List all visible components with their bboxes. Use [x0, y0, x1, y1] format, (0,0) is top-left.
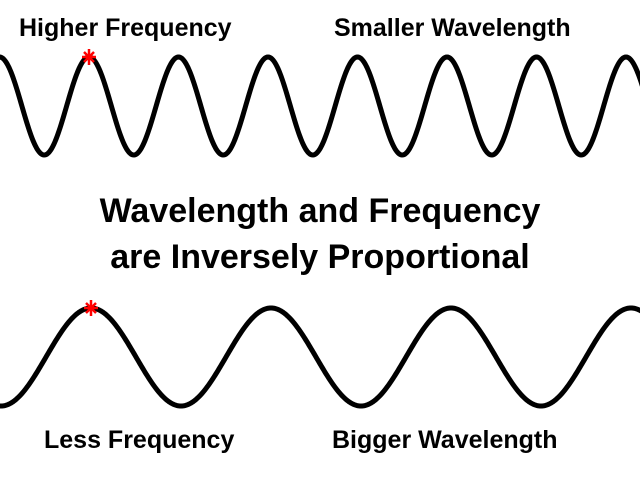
low-frequency-wave — [0, 305, 640, 409]
higher-frequency-label: Higher Frequency — [19, 14, 232, 42]
bigger-wavelength-label: Bigger Wavelength — [332, 426, 558, 454]
high-frequency-wave — [0, 54, 640, 158]
title-line-2: are Inversely Proportional — [110, 238, 530, 276]
peak-marker-bottom-icon — [84, 300, 98, 316]
title-line-1: Wavelength and Frequency — [99, 192, 541, 230]
less-frequency-label: Less Frequency — [44, 426, 235, 454]
smaller-wavelength-label: Smaller Wavelength — [334, 14, 571, 42]
peak-marker-top-icon — [82, 49, 96, 65]
